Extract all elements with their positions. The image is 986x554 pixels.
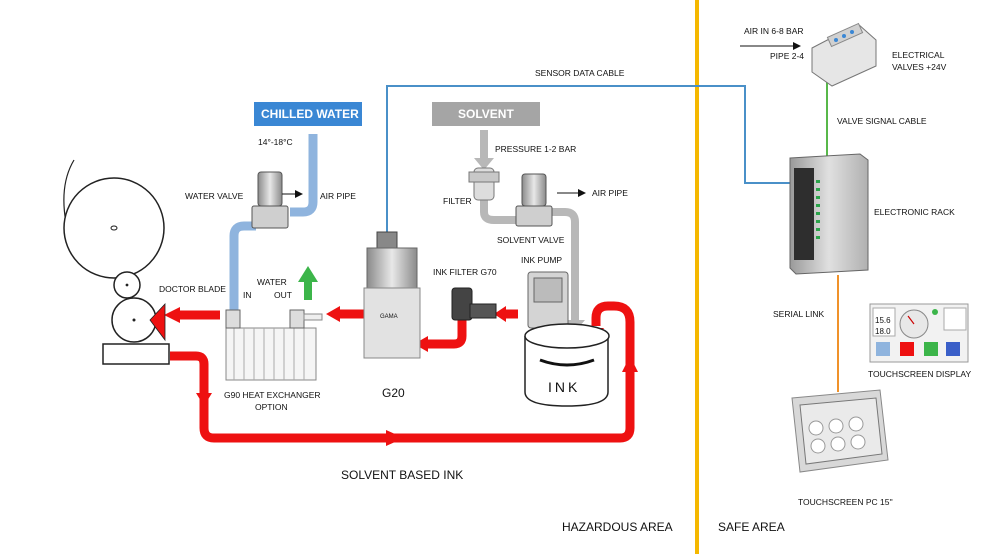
serial-link-label: SERIAL LINK xyxy=(773,309,825,319)
electrical-valves-label-1: ELECTRICAL xyxy=(892,50,945,60)
touchscreen-pc-icon xyxy=(791,389,889,473)
ink-filter-icon xyxy=(451,287,497,321)
electrical-valves-label-2: VALVES +24V xyxy=(892,62,947,72)
ink-flow xyxy=(170,301,635,443)
safe-area-label: SAFE AREA xyxy=(718,520,785,534)
display-value-2: 18.0 xyxy=(875,327,891,336)
solvent-valve-icon xyxy=(515,173,553,227)
ink-pump-icon xyxy=(527,271,569,329)
temp-range-label: 14°-18°C xyxy=(258,137,293,147)
water-valve-label: WATER VALVE xyxy=(185,191,244,201)
water-label: WATER xyxy=(257,277,287,287)
air-pipe-label-1: AIR PIPE xyxy=(320,191,356,201)
heat-exchanger-label-1: G90 HEAT EXCHANGER xyxy=(224,390,321,400)
solvent-valve-label: SOLVENT VALVE xyxy=(497,235,565,245)
ink-tank-icon xyxy=(524,323,610,407)
g20-brand-label: GAMA xyxy=(380,314,398,320)
g20-label: G20 xyxy=(382,386,405,400)
ink-tank-label: INK xyxy=(548,379,580,395)
air-in-label: AIR IN 6-8 BAR xyxy=(744,26,804,36)
sensor-data-cable xyxy=(386,85,790,234)
solvent-label: SOLVENT xyxy=(458,107,514,121)
g20-unit-icon xyxy=(363,231,421,359)
solvent-filter-icon xyxy=(468,167,500,201)
out-label: OUT xyxy=(274,290,292,300)
valve-signal-label: VALVE SIGNAL CABLE xyxy=(837,116,927,126)
printing-rollers xyxy=(63,159,170,365)
water-pipe xyxy=(229,134,318,312)
in-label: IN xyxy=(243,290,252,300)
water-out-arrow-icon xyxy=(298,266,318,300)
pressure-label: PRESSURE 1-2 BAR xyxy=(495,144,576,154)
electronic-rack-icon xyxy=(789,153,869,275)
solvent-pipe-arrow xyxy=(474,158,494,170)
chilled-water-label: CHILLED WATER xyxy=(261,107,359,121)
chilled-water-pill: CHILLED WATER xyxy=(252,100,364,128)
solvent-pill: SOLVENT xyxy=(430,100,542,128)
touchscreen-display-icon xyxy=(869,303,969,363)
solvent-pipe-2 xyxy=(480,200,579,320)
filter-label: FILTER xyxy=(443,196,472,206)
doctor-blade-icon xyxy=(149,302,166,342)
touchscreen-pc-label: TOUCHSCREEN PC 15'' xyxy=(798,497,893,507)
display-value-1: 15.6 xyxy=(875,316,891,325)
electronic-rack-label: ELECTRONIC RACK xyxy=(874,207,955,217)
water-valve-icon xyxy=(251,171,289,229)
heat-exchanger-label-2: OPTION xyxy=(255,402,288,412)
heat-exchanger-icon xyxy=(225,309,323,381)
pipe-label: PIPE 2-4 xyxy=(770,51,804,61)
ink-pump-label: INK PUMP xyxy=(521,255,562,265)
hazardous-area-label: HAZARDOUS AREA xyxy=(562,520,673,534)
sensor-cable-label: SENSOR DATA CABLE xyxy=(535,68,625,78)
doctor-blade-label: DOCTOR BLADE xyxy=(159,284,226,294)
ink-filter-label: INK FILTER G70 xyxy=(433,267,497,277)
touchscreen-display-label: TOUCHSCREEN DISPLAY xyxy=(868,369,971,379)
electrical-valves-icon xyxy=(811,22,877,87)
solvent-based-ink-label: SOLVENT BASED INK xyxy=(341,468,463,482)
air-pipe-label-2: AIR PIPE xyxy=(592,188,628,198)
